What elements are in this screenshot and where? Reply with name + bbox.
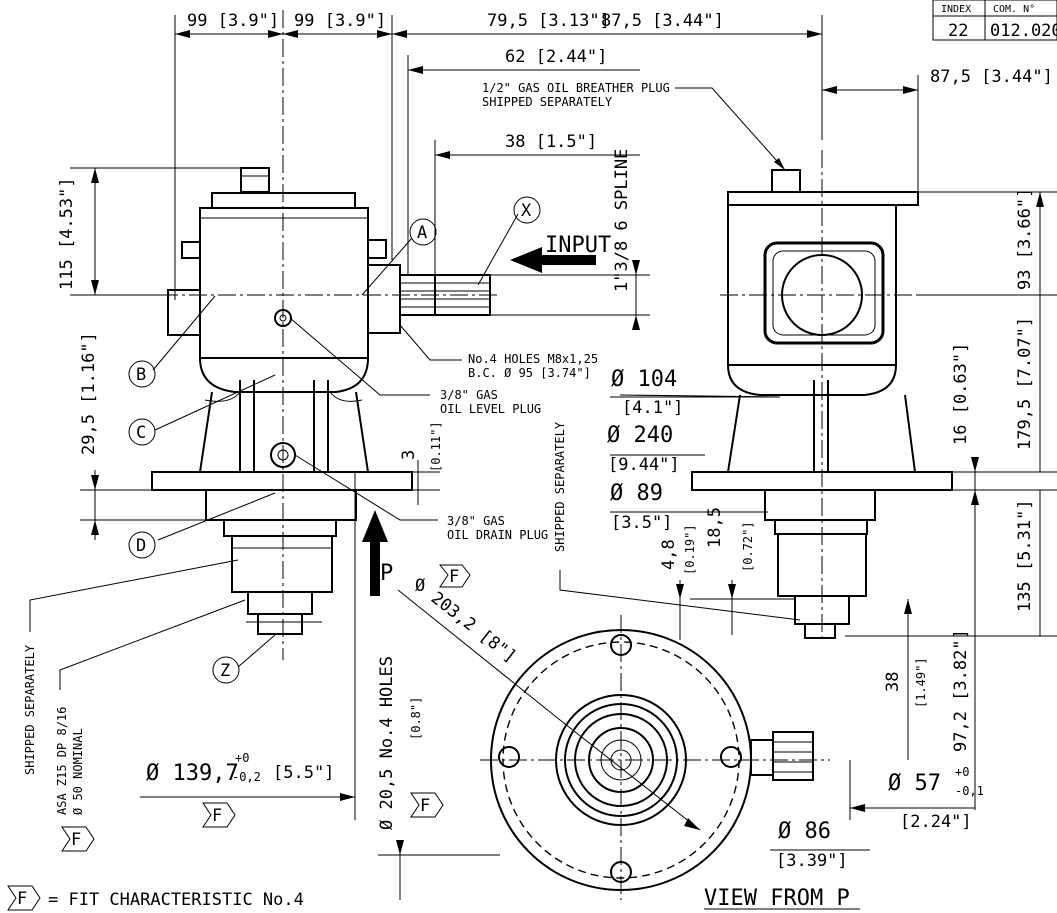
fit-f-3: F (420, 796, 430, 816)
note-holes-m8-1: No.4 HOLES M8x1,25 (468, 352, 598, 366)
callouts: A B C D X Z (128, 196, 541, 684)
dim-93: 93 [3.66"] (1015, 188, 1035, 290)
dim-dia-57-tol-up: +0 (955, 765, 969, 779)
note-drain-1: 3/8" GAS (447, 514, 505, 528)
note-shipped-center: SHIPPED SEPARATELY (553, 421, 567, 552)
dim-3: 3 (399, 450, 419, 460)
dim-87-5-right: 87,5 [3.44"] (930, 67, 1053, 87)
dim-97-2: 97,2 [3.82"] (951, 629, 971, 752)
dim-4-8-in: [0.19"] (683, 524, 697, 575)
dim-holes: Ø 20,5 No.4 HOLES (377, 656, 397, 830)
note-p-arrow: P (380, 561, 393, 586)
fit-f-2: F (212, 806, 222, 826)
title-com-label: COM. N° (993, 4, 1035, 15)
title-block: INDEX COM. N° 22 012.020 (932, 0, 1057, 41)
dim-dia-240: Ø 240 (607, 423, 673, 448)
title-index-label: INDEX (941, 4, 971, 15)
front-view (151, 10, 500, 660)
dim-dia-240-in: [9.44"] (608, 455, 680, 475)
dim-dia-139-in: [5.5"] (273, 763, 334, 783)
dim-99-left: 99 [3.9"] (187, 11, 279, 31)
dim-dia-203: 203,2 [8"] (427, 588, 520, 667)
callout-d: D (136, 536, 146, 556)
dimension-arrows (91, 30, 1044, 855)
note-drain-2: OIL DRAIN PLUG (447, 528, 548, 542)
dim-115: 115 [4.53"] (57, 177, 77, 290)
note-holes-m8-2: B.C. Ø 95 [3.74"] (468, 366, 591, 380)
dim-dia-57: Ø 57 (888, 771, 941, 796)
note-level-2: OIL LEVEL PLUG (440, 402, 541, 416)
dim-dia-57-tol-dn: -0,1 (955, 784, 984, 798)
dim-18-5: 18,5 (705, 507, 725, 548)
notes: 1/2" GAS OIL BREATHER PLUG SHIPPED SEPAR… (23, 81, 860, 911)
dimension-lines (70, 15, 1057, 900)
dim-4-8: 4,8 (659, 539, 679, 570)
note-input: INPUT (545, 233, 611, 258)
dim-62: 62 [2.44"] (505, 47, 607, 67)
note-view-from: VIEW FROM P (704, 886, 850, 911)
callout-c: C (136, 423, 146, 443)
title-com-value: 012.020 (990, 21, 1057, 41)
fit-f-1: F (449, 567, 459, 587)
dim-3-in: [0.11"] (429, 421, 443, 472)
dim-38-low: 38 (883, 672, 903, 692)
note-asa-1: ASA Z15 DP 8/16 (55, 707, 69, 815)
dim-87-5-top: 87,5 [3.44"] (601, 11, 724, 31)
note-breather-1: 1/2" GAS OIL BREATHER PLUG (482, 81, 670, 95)
note-breather-2: SHIPPED SEPARATELY (482, 95, 613, 109)
callout-b: B (136, 365, 146, 385)
dim-79-5: 79,5 [3.13"] (487, 11, 610, 31)
fit-f-4: F (71, 830, 81, 850)
dim-99-right: 99 [3.9"] (294, 11, 386, 31)
dim-dia-57-in: [2.24"] (900, 812, 972, 832)
dim-29-5: 29,5 [1.16"] (79, 332, 99, 455)
dim-dia-86-in: [3.39"] (776, 851, 848, 871)
note-level-1: 3/8" GAS (440, 388, 498, 402)
dim-38-top: 38 [1.5"] (505, 132, 597, 152)
dim-dia-139-tol-up: +0 (235, 751, 249, 765)
direction-arrows (362, 247, 596, 596)
dim-179-5: 179,5 [7.07"] (1015, 317, 1035, 450)
view-from-p (480, 615, 830, 900)
dim-18-5-in: [0.72"] (741, 521, 755, 572)
dim-dia-139: Ø 139,7 (146, 761, 239, 786)
title-index-value: 22 (948, 21, 968, 41)
dim-38-low-in: [1.49"] (914, 657, 928, 708)
side-view (691, 150, 953, 640)
dim-dia-139-tol-dn: -0,2 (232, 770, 261, 784)
dim-spline: 1"3/8 6 SPLINE (612, 149, 632, 292)
dim-135: 135 [5.31"] (1015, 499, 1035, 612)
callout-z: Z (220, 661, 230, 681)
dim-dia-104-in: [4.1"] (622, 398, 683, 418)
dimension-texts: 99 [3.9"] 99 [3.9"] 79,5 [3.13"] 87,5 [3… (57, 11, 1053, 871)
dim-dia-89-in: [3.5"] (611, 513, 672, 533)
fit-symbols: F F F F F (7, 564, 471, 911)
note-shipped-left: SHIPPED SEPARATELY (23, 644, 37, 775)
dim-16: 16 [0.63"] (951, 343, 971, 445)
dim-dia-86: Ø 86 (778, 819, 831, 844)
dim-dia-89: Ø 89 (610, 481, 663, 506)
dim-holes-in: [0.8"] (409, 697, 423, 740)
leader-lines (29, 87, 801, 690)
note-fit: = FIT CHARACTERISTIC No.4 (48, 890, 304, 910)
note-asa-2: Ø 50 NOMINAL (71, 728, 85, 815)
dim-dia-104: Ø 104 (611, 367, 677, 392)
callout-x: X (521, 201, 532, 221)
fit-f-legend: F (17, 889, 27, 909)
dim-dia-203-prefix: Ø (415, 576, 425, 596)
callout-a: A (417, 223, 427, 243)
